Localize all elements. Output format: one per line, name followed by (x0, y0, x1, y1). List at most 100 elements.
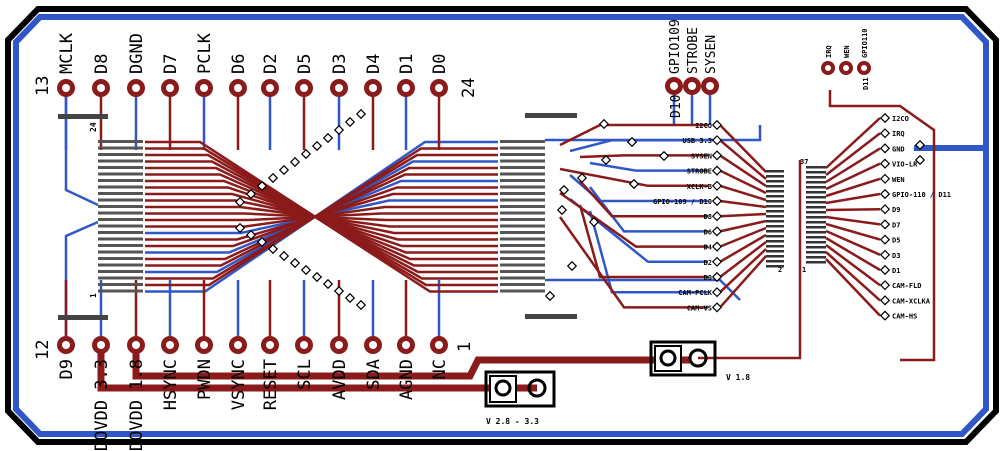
fpc-left-pad (98, 283, 143, 286)
via (311, 140, 323, 152)
vias (234, 108, 926, 311)
fpc-left-pad (98, 244, 143, 247)
center-conn-pin (766, 260, 784, 263)
via (626, 136, 638, 148)
center-mark-1: 1 (802, 266, 806, 274)
pin-label-hsync: HSYNC (161, 359, 181, 410)
pin-label-strobe: STROBE (686, 27, 701, 74)
via (355, 108, 367, 120)
center-conn-pin (766, 185, 784, 188)
right-pad (879, 143, 891, 154)
fpc-center-pad (500, 153, 545, 156)
via (256, 236, 268, 248)
via (600, 154, 612, 166)
right-conn-pin (806, 231, 826, 234)
fpc-left-pad (98, 179, 143, 182)
pin-label-pwdn: PWDN (195, 359, 215, 400)
via (300, 148, 312, 160)
fpc-left-pad (98, 185, 143, 189)
via (558, 184, 570, 196)
via (344, 116, 356, 128)
pin-label-dovdd-3-3: DOVDD 3.3 (92, 359, 112, 451)
fpc-connector-left (98, 140, 143, 293)
via (311, 271, 323, 283)
center-pad (711, 226, 723, 237)
via (576, 172, 588, 184)
via (556, 204, 568, 216)
header-pin-strobe-hole (688, 82, 696, 90)
center-conn-pin (766, 235, 784, 238)
fpc-mark-top: 24 (89, 122, 98, 132)
pin-number-24: 24 (459, 78, 479, 98)
fpc-center-marks (525, 113, 577, 319)
fpc-connector-center (500, 140, 545, 293)
center-conn-pin (766, 195, 784, 198)
pin-number-1: 1 (455, 342, 475, 352)
center-label-strobe: STROBE (687, 168, 712, 176)
center-conn-pin (766, 215, 784, 218)
center-conn-pin (766, 265, 784, 268)
pin-label-d1: D1 (397, 54, 417, 74)
fpc-center-pad (500, 218, 545, 221)
via (628, 178, 640, 190)
fpc-center-pad (500, 257, 545, 260)
header-pin-pclk-hole (200, 84, 208, 92)
right-conn-pin (806, 211, 826, 214)
pin-label-wen: WEN (843, 45, 851, 58)
right-pad (879, 249, 891, 260)
fpc-left-pad (98, 140, 143, 143)
fpc-center-pad (500, 146, 545, 150)
fpc-left-pad (98, 159, 143, 163)
via (322, 132, 334, 144)
right-pad (879, 219, 891, 230)
fpc-center-pad (500, 231, 545, 234)
right-connector-marks: 37 (800, 158, 808, 166)
fpc-left-pad (98, 172, 143, 176)
fpc-left-pad (98, 237, 143, 241)
right-label-d1: D1 (892, 267, 900, 275)
fpc-left-pad (98, 263, 143, 267)
via (588, 216, 600, 228)
fpc-mark-bottom: 1 (89, 293, 98, 298)
header-pin-nc-hole (435, 341, 443, 349)
center-label-cam-pclk: CAM-PCLK (678, 289, 713, 297)
center-label-xclk-b: XCLK-B (687, 183, 712, 191)
center-conn-pin (766, 190, 784, 193)
via (234, 222, 246, 234)
fpc-center-pad (500, 270, 545, 273)
center-pad (711, 119, 723, 131)
pin-label-pclk: PCLK (195, 32, 215, 74)
pin-label-vsync: VSYNC (229, 359, 249, 410)
pin-label-sda: SDA (364, 359, 384, 390)
fpc-left-pad (98, 270, 143, 273)
header-pin-gpio109-hole (670, 82, 678, 90)
pin-label-d6: D6 (229, 54, 249, 74)
via (598, 118, 610, 130)
header-pin-vsync-hole (234, 341, 242, 349)
center-pad (711, 165, 723, 176)
header-pin-numbers: 13 24 12 1 (33, 76, 479, 360)
fpc-left-pad (98, 153, 143, 156)
right-label-d3: D3 (892, 252, 900, 260)
header-pin-sysen-hole (706, 82, 714, 90)
center-pad (711, 211, 723, 222)
label-d11: D11 (862, 77, 870, 90)
header-pin-scl-hole (300, 341, 308, 349)
header-pin-d9-hole (62, 341, 70, 349)
header-pin-mclk-hole (62, 84, 70, 92)
right-conn-pin (806, 251, 826, 254)
center-conn-pin (766, 250, 784, 253)
jumper-v18: V 1.8 (649, 340, 750, 382)
header-pin-d0-hole (435, 84, 443, 92)
center-mark-2: 2 (778, 266, 782, 274)
via (566, 260, 578, 272)
header-pin-d8-hole (97, 84, 105, 92)
header-pin-hole (843, 65, 849, 71)
via (355, 299, 367, 311)
right-conn-pin (806, 201, 826, 204)
via (300, 264, 312, 276)
fpc-center-pad (500, 198, 545, 202)
fpc-left-pad (98, 205, 143, 208)
pin-label-avdd: AVDD (330, 359, 350, 400)
